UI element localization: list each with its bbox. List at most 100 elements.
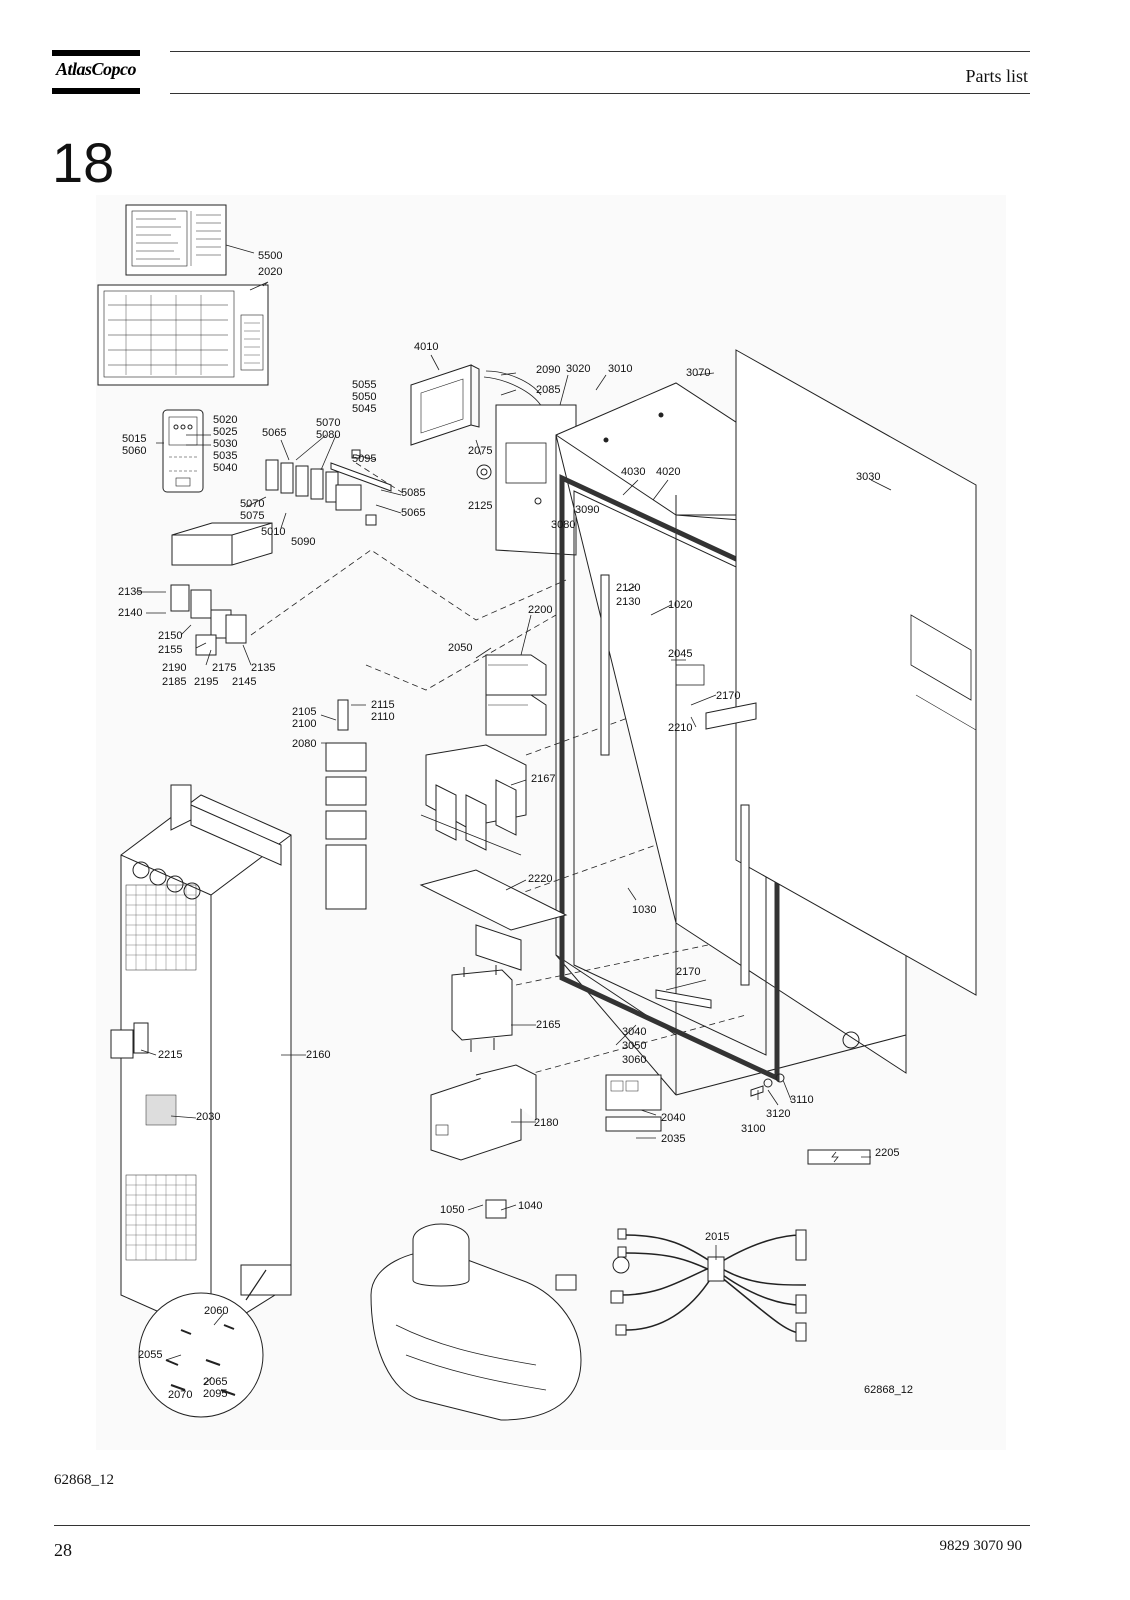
label-2095: 2095 bbox=[203, 1388, 227, 1400]
mounting-rails bbox=[600, 574, 757, 1009]
label-2035: 2035 bbox=[661, 1133, 685, 1145]
label-3120: 3120 bbox=[766, 1108, 790, 1120]
label-2055: 2055 bbox=[138, 1349, 162, 1361]
label-5070-b: 5070 bbox=[240, 498, 264, 510]
label-2015: 2015 bbox=[705, 1231, 729, 1243]
label-2167: 2167 bbox=[531, 773, 555, 785]
label-2125: 2125 bbox=[468, 500, 492, 512]
label-2070: 2070 bbox=[168, 1389, 192, 1401]
label-1020: 1020 bbox=[668, 599, 692, 611]
label-5065-b: 5065 bbox=[401, 507, 425, 519]
label-2180: 2180 bbox=[534, 1117, 558, 1129]
label-3110: 3110 bbox=[790, 1094, 814, 1106]
label-2210: 2210 bbox=[668, 722, 692, 734]
capacitor-module bbox=[451, 965, 513, 1052]
exploded-parts-drawing: 5500 2020 4010 2090 2085 3020 3010 3070 … bbox=[96, 195, 1006, 1450]
leader-lines bbox=[136, 244, 892, 1386]
logo-text: AtlasCopco bbox=[55, 59, 137, 79]
label-5015: 5015 bbox=[122, 433, 146, 445]
label-3080: 3080 bbox=[551, 519, 575, 531]
label-2195: 2195 bbox=[194, 676, 218, 688]
label-2160: 2160 bbox=[306, 1049, 330, 1061]
label-5035: 5035 bbox=[213, 450, 237, 462]
label-4010: 4010 bbox=[414, 341, 438, 353]
label-2090: 2090 bbox=[536, 364, 560, 376]
label-2030: 2030 bbox=[196, 1111, 220, 1123]
label-2065: 2065 bbox=[203, 1376, 227, 1388]
drive-enclosure bbox=[110, 784, 292, 1345]
label-3030: 3030 bbox=[856, 471, 880, 483]
label-2135-b: 2135 bbox=[251, 662, 275, 674]
sensor-detail-circle bbox=[138, 1269, 267, 1418]
label-2205: 2205 bbox=[875, 1147, 899, 1159]
document-number: 9829 3070 90 bbox=[939, 1538, 1023, 1554]
label-2185: 2185 bbox=[162, 676, 186, 688]
side-panel bbox=[735, 349, 977, 996]
label-2190: 2190 bbox=[162, 662, 186, 674]
fuse-stack bbox=[325, 699, 367, 910]
header-title: Parts list bbox=[965, 66, 1028, 86]
figure-caption: 62868_12 bbox=[54, 1472, 114, 1488]
label-3040: 3040 bbox=[622, 1026, 646, 1038]
label-3020: 3020 bbox=[566, 363, 590, 375]
label-2115: 2115 bbox=[371, 699, 395, 711]
label-5060: 5060 bbox=[122, 445, 146, 457]
label-2020: 2020 bbox=[258, 266, 282, 278]
label-5030: 5030 bbox=[213, 438, 237, 450]
label-5055: 5055 bbox=[352, 379, 376, 391]
label-2045: 2045 bbox=[668, 648, 692, 660]
label-2110: 2110 bbox=[371, 711, 395, 723]
label-3050: 3050 bbox=[622, 1040, 646, 1052]
header-rule-bottom bbox=[170, 93, 1030, 94]
label-2145: 2145 bbox=[232, 676, 256, 688]
label-3010: 3010 bbox=[608, 363, 632, 375]
door-frame bbox=[559, 474, 780, 1082]
transformer bbox=[420, 744, 527, 856]
label-2215: 2215 bbox=[158, 1049, 182, 1061]
label-5095: 5095 bbox=[352, 453, 376, 465]
logo-bar-top bbox=[52, 50, 140, 56]
footer-rule bbox=[54, 1525, 1030, 1526]
label-2040: 2040 bbox=[661, 1112, 685, 1124]
label-2220: 2220 bbox=[528, 873, 552, 885]
bolt-set bbox=[750, 1073, 785, 1097]
label-3090: 3090 bbox=[575, 504, 599, 516]
label-2050: 2050 bbox=[448, 642, 472, 654]
label-2155: 2155 bbox=[158, 644, 182, 656]
label-5065-a: 5065 bbox=[262, 427, 286, 439]
section-number: 18 bbox=[52, 131, 115, 194]
contactor-group bbox=[170, 584, 247, 656]
label-2170-a: 2170 bbox=[716, 690, 740, 702]
duct-box bbox=[171, 522, 273, 566]
label-2080: 2080 bbox=[292, 738, 316, 750]
label-2150: 2150 bbox=[158, 630, 182, 642]
label-2060: 2060 bbox=[204, 1305, 228, 1317]
label-3070: 3070 bbox=[686, 367, 710, 379]
label-5045: 5045 bbox=[352, 403, 376, 415]
relay-terminal-group bbox=[265, 449, 392, 526]
label-2075: 2075 bbox=[468, 445, 492, 457]
control-module bbox=[162, 409, 204, 493]
main-contactor bbox=[430, 1064, 537, 1161]
label-5085: 5085 bbox=[401, 487, 425, 499]
bracket bbox=[419, 869, 568, 971]
contactor-pair bbox=[485, 654, 547, 736]
label-2200: 2200 bbox=[528, 604, 552, 616]
label-5090: 5090 bbox=[291, 536, 315, 548]
wiring-diagram-small bbox=[125, 204, 227, 276]
label-4030: 4030 bbox=[621, 466, 645, 478]
label-5080: 5080 bbox=[316, 429, 340, 441]
label-2140: 2140 bbox=[118, 607, 142, 619]
page-number: 28 bbox=[54, 1540, 72, 1560]
label-5010: 5010 bbox=[261, 526, 285, 538]
label-2130: 2130 bbox=[616, 596, 640, 608]
label-2085: 2085 bbox=[536, 384, 560, 396]
label-5040: 5040 bbox=[213, 462, 237, 474]
cable-harness bbox=[610, 1228, 807, 1342]
label-2100: 2100 bbox=[292, 718, 316, 730]
label-2165: 2165 bbox=[536, 1019, 560, 1031]
label-2135-a: 2135 bbox=[118, 586, 142, 598]
label-5050: 5050 bbox=[352, 391, 376, 403]
wiring-diagram-large bbox=[97, 284, 269, 386]
label-1030: 1030 bbox=[632, 904, 656, 916]
